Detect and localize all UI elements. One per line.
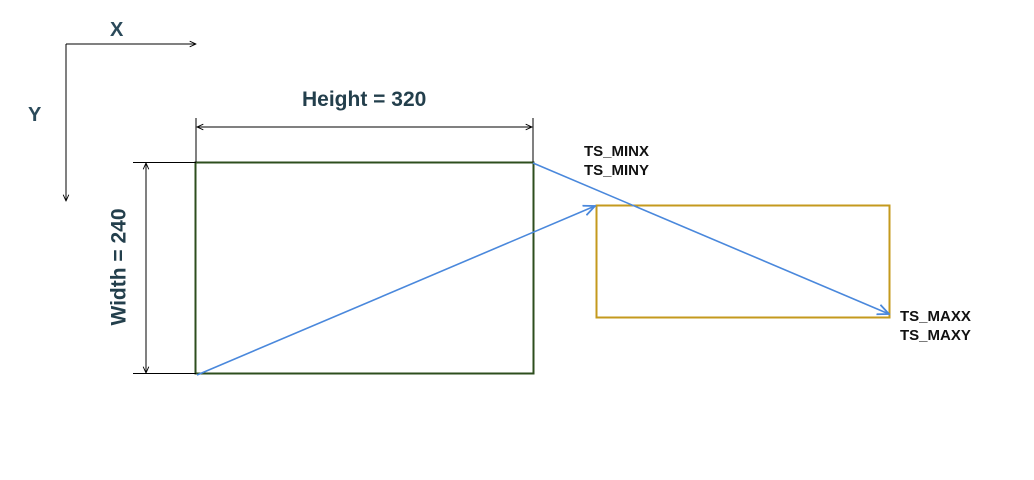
ts-maxx-text: TS_MAXX	[900, 308, 971, 325]
mapping-arrow-min	[196, 206, 595, 376]
mapping-arrow-max	[532, 162, 889, 314]
y-axis-label: Y	[28, 104, 42, 126]
screen-rect	[194, 161, 535, 375]
ts-miny-text: TS_MINY	[584, 161, 650, 179]
ts-minx-text: TS_MINX	[584, 143, 650, 160]
width-label: Width = 240	[107, 208, 131, 326]
height-label: Height = 320	[302, 88, 427, 111]
ts-min-label: TS_MINX TS_MINY	[584, 143, 649, 181]
touch-area-rect	[595, 204, 891, 319]
x-axis-label: X	[110, 19, 124, 41]
ts-maxy-text: TS_MAXY	[900, 326, 971, 344]
ts-max-label: TS_MAXX TS_MAXY	[900, 308, 971, 346]
